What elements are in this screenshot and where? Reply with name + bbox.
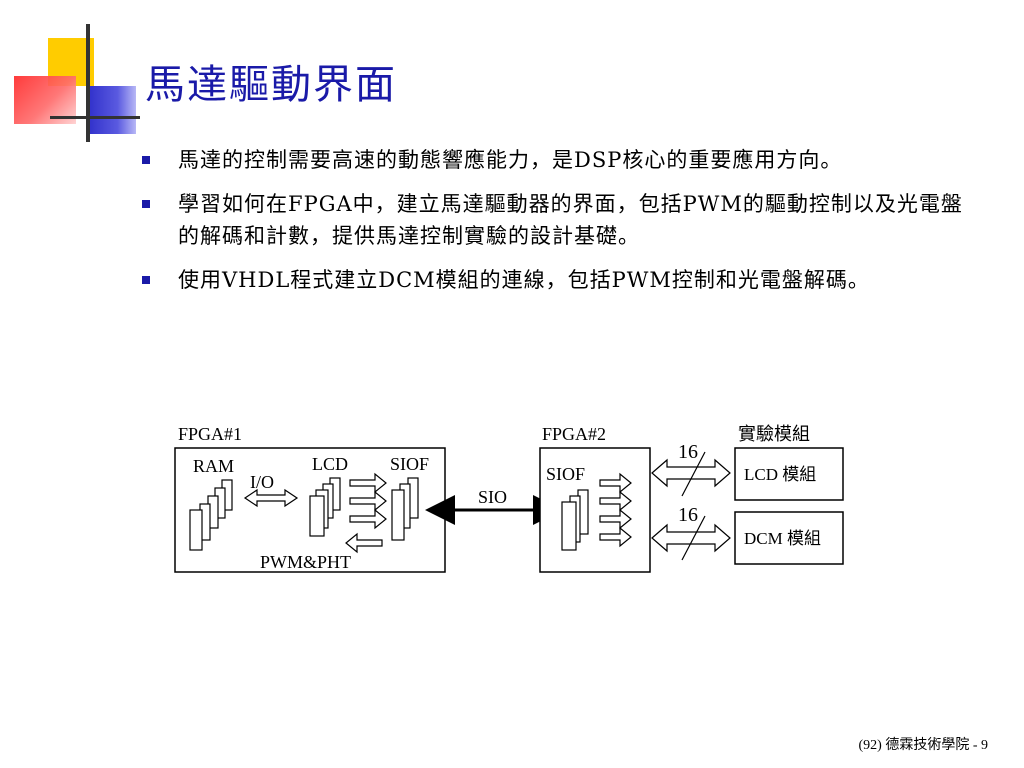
bullet-text: 馬達的控制需要高速的動態響應能力，是DSP核心的重要應用方向。	[178, 148, 843, 172]
pwm-label: PWM&PHT	[260, 552, 351, 572]
fpga2-label: FPGA#2	[542, 424, 606, 444]
slide-footer: (92) 德霖技術學院 - 9	[858, 738, 989, 753]
lcd-bus-slash	[681, 451, 706, 497]
lcd-module-box	[734, 447, 844, 501]
fpga2-internal-arrows	[599, 472, 632, 548]
bullet-item: 馬達的控制需要高速的動態響應能力，是DSP核心的重要應用方向。	[140, 144, 970, 176]
module-group-label: 實驗模組	[738, 424, 810, 444]
dcm-bus-slash	[681, 515, 706, 561]
dcm-module-label: DCM 模組	[744, 529, 821, 548]
siof2-stack	[561, 489, 589, 551]
bus-width-bottom: 16	[678, 504, 698, 526]
io-label: I/O	[250, 472, 274, 492]
logo-blue-square	[90, 86, 136, 134]
slide-title: 馬達驅動界面	[145, 62, 397, 108]
lcd-label: LCD	[312, 454, 348, 474]
bullet-list: 馬達的控制需要高速的動態響應能力，是DSP核心的重要應用方向。 學習如何在FPG…	[140, 144, 970, 308]
fpga2-box	[539, 447, 651, 573]
lcd-module-label: LCD 模組	[744, 465, 816, 484]
ram-label: RAM	[193, 456, 234, 476]
bullet-item: 使用VHDL程式建立DCM模組的連線，包括PWM控制和光電盤解碼。	[140, 264, 970, 296]
bullet-item: 學習如何在FPGA中，建立馬達驅動器的界面，包括PWM的驅動控制以及光電盤的解碼…	[140, 188, 970, 252]
dcm-bus-arrow	[651, 523, 731, 553]
logo-vertical-line	[86, 24, 90, 142]
lcd-bus-arrow	[651, 458, 731, 488]
bullet-text: 使用VHDL程式建立DCM模組的連線，包括PWM控制和光電盤解碼。	[178, 268, 870, 292]
siof1-stack	[391, 477, 419, 541]
bullet-square-icon	[142, 276, 150, 284]
ram-stack	[189, 479, 233, 551]
dcm-module-box	[734, 511, 844, 565]
lcd-stack	[309, 477, 341, 537]
bullet-text: 學習如何在FPGA中，建立馬達驅動器的界面，包括PWM的驅動控制以及光電盤的解碼…	[178, 192, 963, 248]
siof1-label: SIOF	[390, 454, 429, 474]
lcd-to-siof-arrows	[345, 472, 387, 554]
block-diagram: FPGA#1 RAM I/O LCD SIOF PWM&PHT SIO F	[174, 424, 844, 573]
sio-label: SIO	[478, 487, 507, 507]
io-double-arrow	[243, 488, 299, 508]
bus-width-top: 16	[678, 441, 698, 463]
fpga1-label: FPGA#1	[178, 424, 242, 444]
logo-horizontal-line	[50, 116, 140, 119]
bullet-square-icon	[142, 156, 150, 164]
bullet-square-icon	[142, 200, 150, 208]
siof2-label: SIOF	[546, 464, 585, 484]
